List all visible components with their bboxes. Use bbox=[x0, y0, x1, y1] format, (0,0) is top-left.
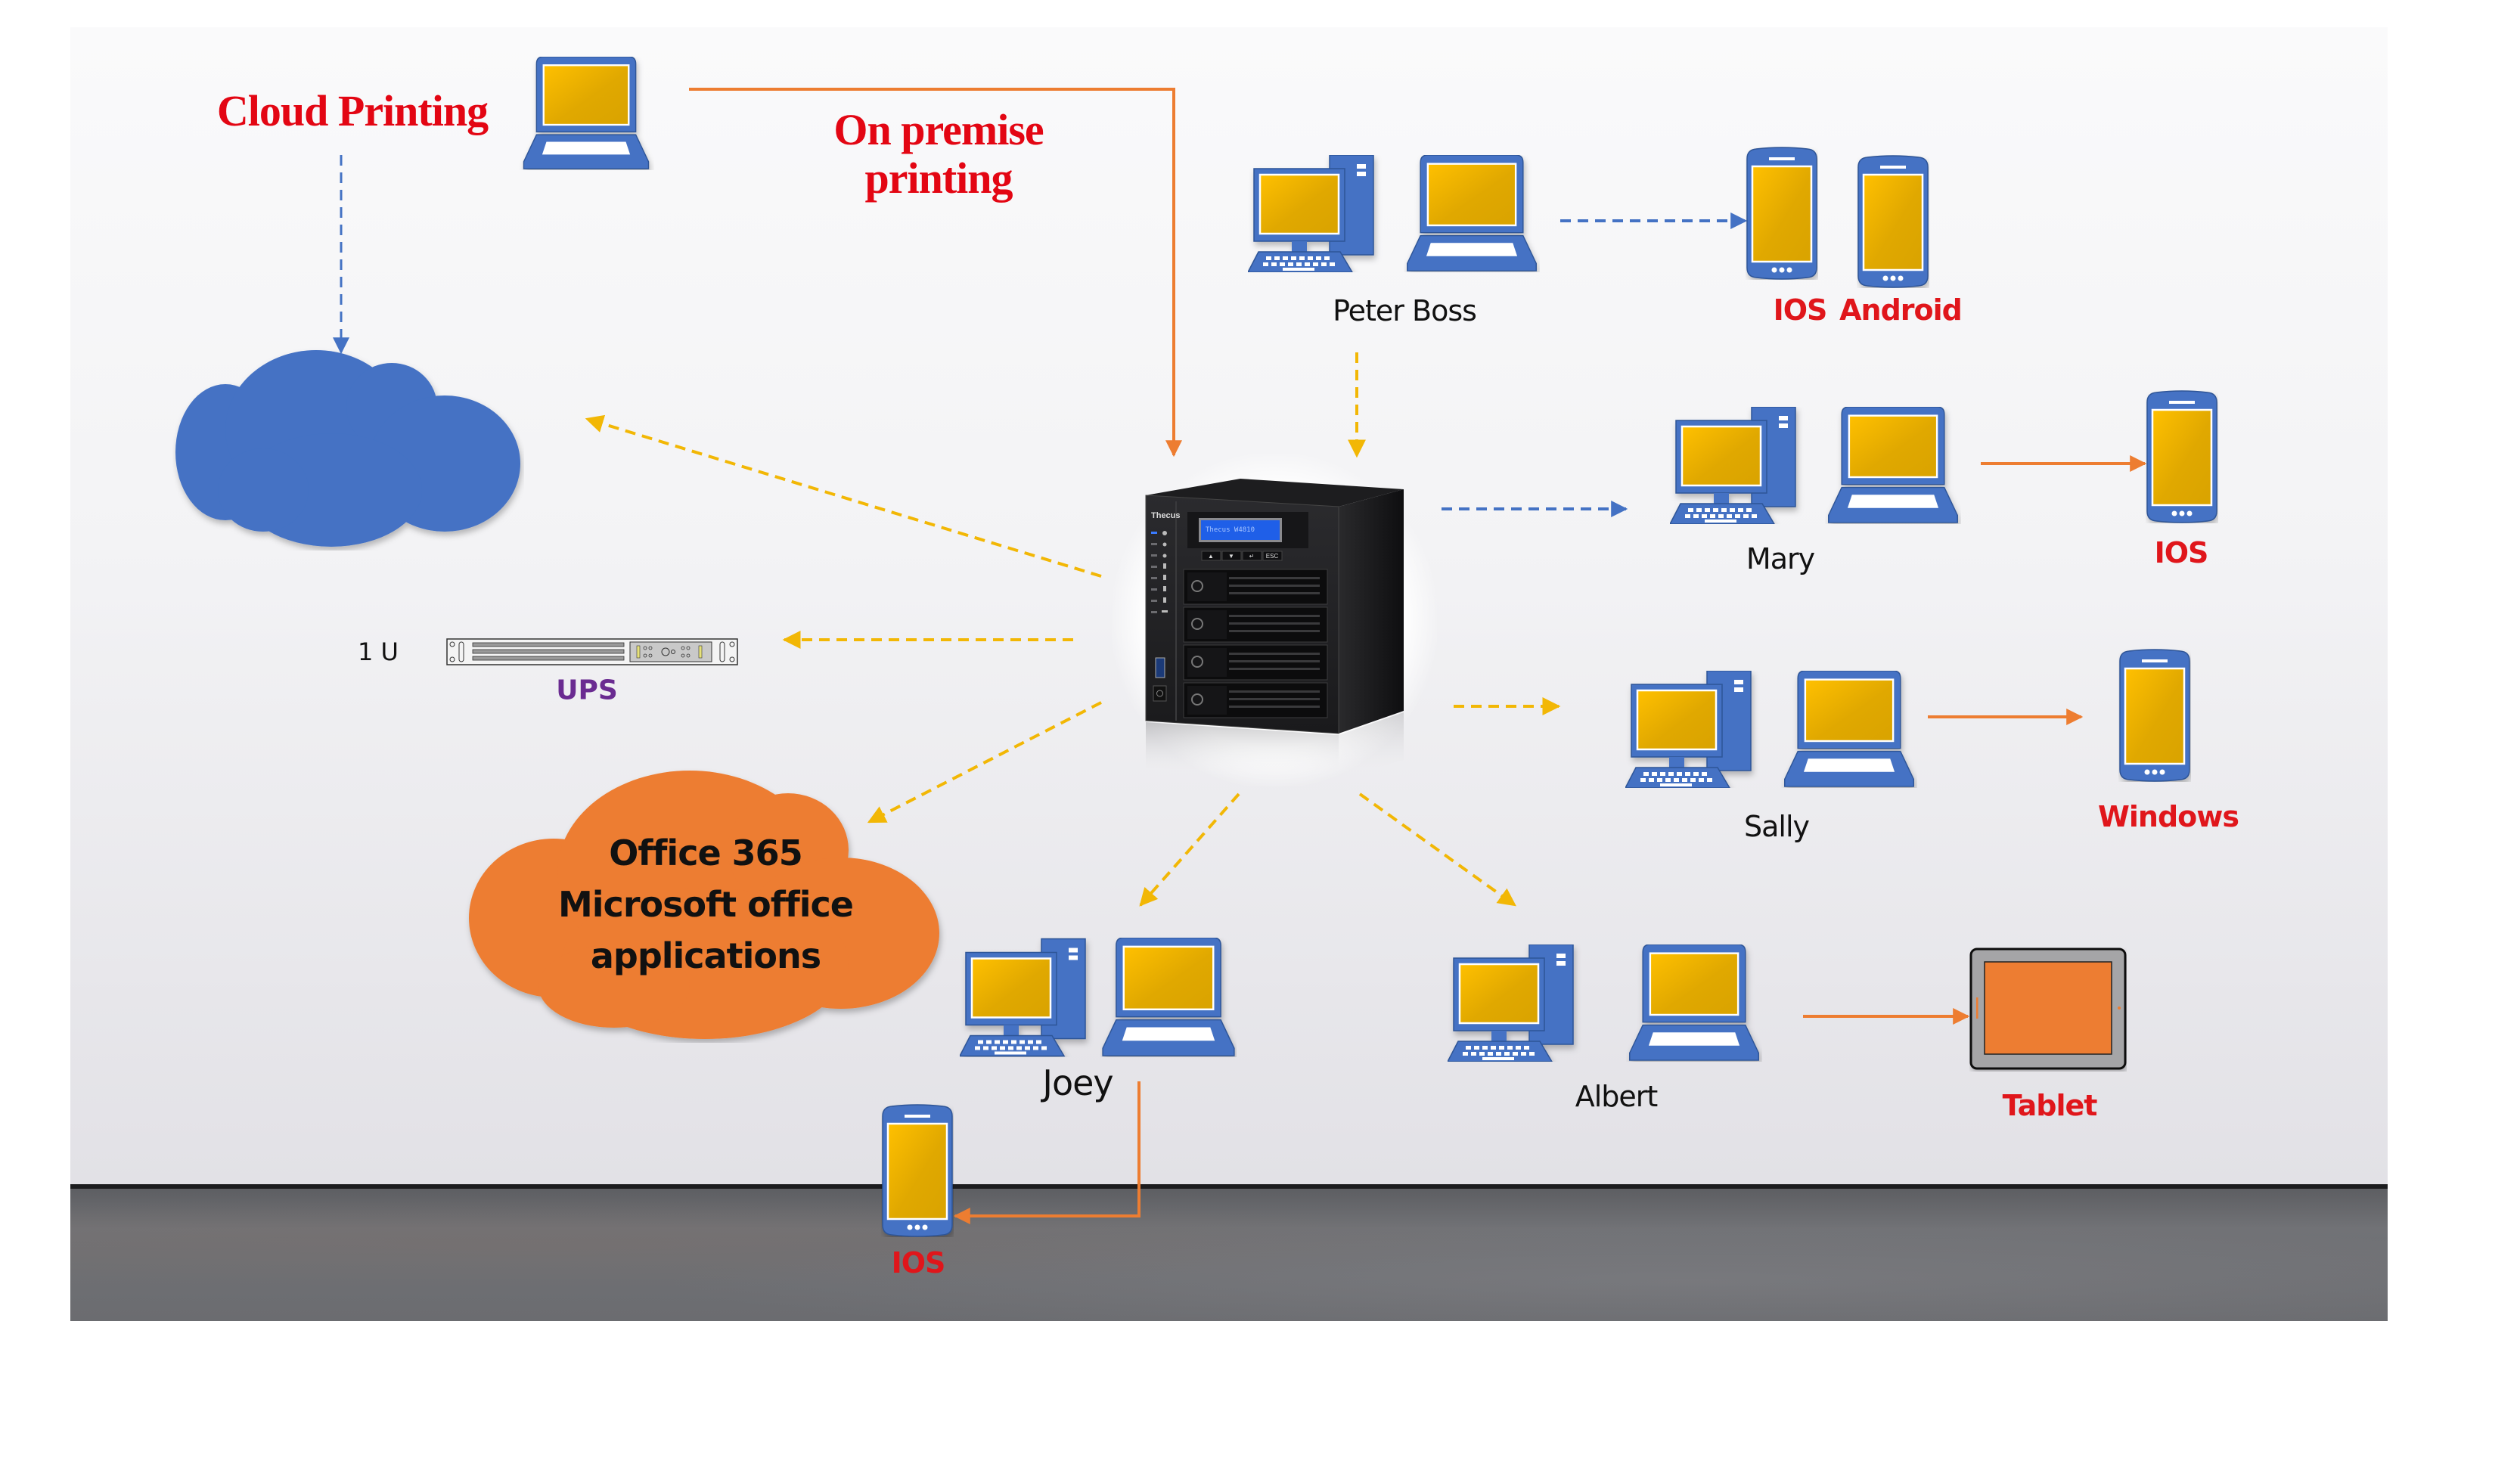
peter-android-phone-icon[interactable] bbox=[1857, 155, 1929, 288]
peter-desktop-icon[interactable] bbox=[1248, 155, 1384, 272]
peter-laptop-icon[interactable] bbox=[1404, 155, 1540, 272]
on-premise-printing-label: On premise printing bbox=[833, 105, 1044, 203]
joey-ios-phone-icon[interactable] bbox=[881, 1104, 954, 1237]
sally-windows-phone-icon[interactable] bbox=[2118, 649, 2191, 782]
floor-background bbox=[70, 1184, 2388, 1321]
device-label-peter-android: Android bbox=[1839, 293, 1963, 327]
nas-button-down[interactable]: ▼ bbox=[1228, 553, 1234, 560]
user-label-peter: Peter Boss bbox=[1333, 294, 1477, 327]
joey-laptop-icon[interactable] bbox=[1100, 938, 1237, 1057]
nas-lcd-text: Thecus W4810 bbox=[1206, 526, 1255, 534]
office365-line2: Microsoft office bbox=[558, 884, 854, 925]
sally-desktop-icon[interactable] bbox=[1625, 671, 1761, 788]
mary-laptop-icon[interactable] bbox=[1825, 407, 1961, 524]
nas-brand: Thecus bbox=[1151, 511, 1181, 520]
user-label-mary: Mary bbox=[1746, 542, 1815, 575]
nas-server-icon[interactable]: Thecus Thecus W4810 ▲ ▼ ↵ ESC bbox=[1142, 473, 1407, 783]
nas-button-enter[interactable]: ↵ bbox=[1249, 553, 1255, 560]
joey-desktop-icon[interactable] bbox=[960, 938, 1096, 1057]
office365-cloud-icon[interactable] bbox=[463, 767, 947, 1043]
ups-device-icon[interactable] bbox=[446, 638, 738, 665]
sally-laptop-icon[interactable] bbox=[1781, 671, 1917, 788]
on-premise-line2: printing bbox=[864, 153, 1013, 203]
device-label-sally-windows: Windows bbox=[2097, 800, 2239, 833]
printing-laptop-icon[interactable] bbox=[518, 57, 654, 170]
albert-laptop-icon[interactable] bbox=[1626, 944, 1762, 1062]
mary-desktop-icon[interactable] bbox=[1670, 407, 1806, 524]
peter-ios-phone-icon[interactable] bbox=[1746, 147, 1818, 280]
on-premise-line1: On premise bbox=[833, 105, 1044, 154]
albert-desktop-icon[interactable] bbox=[1448, 944, 1584, 1062]
albert-tablet-icon[interactable] bbox=[1969, 948, 2127, 1072]
user-label-sally: Sally bbox=[1743, 810, 1810, 843]
internet-cloud-icon[interactable] bbox=[172, 346, 524, 551]
cloud-printing-label: Cloud Printing bbox=[216, 86, 489, 136]
office365-line1: Office 365 bbox=[609, 833, 802, 873]
ups-label: UPS bbox=[556, 675, 618, 706]
ups-rack-size-label: 1 U bbox=[358, 637, 399, 666]
office365-line3: applications bbox=[590, 935, 821, 976]
device-label-mary-ios: IOS bbox=[2154, 536, 2209, 569]
device-label-peter-ios: IOS bbox=[1773, 293, 1828, 327]
nas-button-esc[interactable]: ESC bbox=[1266, 553, 1279, 560]
device-label-joey-ios: IOS bbox=[891, 1246, 946, 1279]
office365-text: Office 365 Microsoft office applications bbox=[558, 827, 854, 982]
user-label-joey: Joey bbox=[1042, 1062, 1113, 1103]
device-label-albert-tablet: Tablet bbox=[2002, 1089, 2098, 1122]
nas-button-up[interactable]: ▲ bbox=[1208, 553, 1214, 560]
nas-drive-bays bbox=[1183, 569, 1328, 718]
mary-ios-phone-icon[interactable] bbox=[2146, 390, 2218, 523]
user-label-albert: Albert bbox=[1575, 1080, 1659, 1113]
